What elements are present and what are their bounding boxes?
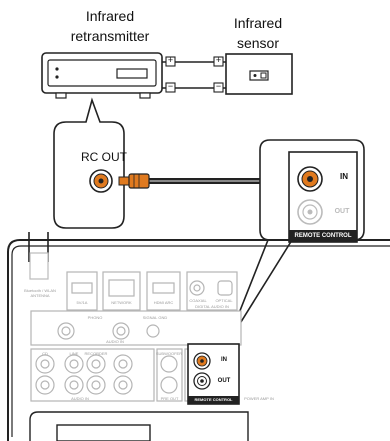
rc-out-callout (53, 97, 125, 229)
zoom-terminal-block (288, 151, 358, 243)
rear-label-audio-in-top: AUDIO IN (106, 339, 124, 344)
panel-remote-control-label: REMOTE CONTROL (194, 397, 233, 402)
rear-label-usb: 5V/1A (76, 300, 88, 305)
rear-label-cd: CD (42, 351, 48, 356)
rear-label-signal-gnd: SIGNAL GND (142, 315, 168, 320)
panel-remote-control-block (187, 343, 240, 405)
infrared-retransmitter-device (41, 52, 163, 99)
zoom-out-jack (297, 199, 323, 225)
minus-marker-sensor: − (215, 81, 222, 91)
rear-label-hdmi-arc: HDMI ARC (153, 300, 174, 305)
panel-in-jack (193, 352, 211, 370)
infrared-sensor-label: Infrared sensor (233, 15, 283, 51)
rear-label-digital-audio-in: DIGITAL AUDIO IN (195, 304, 229, 309)
rear-label-recorder: RECORDER (84, 351, 108, 356)
rear-label-network: NETWORK (111, 300, 132, 305)
rear-label-coaxial: COAXIAL (189, 298, 207, 303)
antenna (28, 232, 49, 280)
panel-in-label: IN (221, 357, 227, 363)
rear-label-subwoofer: SUBWOOFER (155, 351, 183, 356)
rc-out-jack (89, 169, 113, 193)
minus-marker-retransmitter: − (167, 81, 174, 91)
rear-panel (7, 239, 390, 441)
rear-label-optical: OPTICAL (215, 298, 233, 303)
rear-label-pre-out: PRE OUT (160, 396, 179, 401)
zoom-out-label: OUT (334, 208, 350, 215)
zoom-remote-control-label: REMOTE CONTROL (294, 233, 352, 239)
panel-out-jack (193, 372, 211, 390)
rear-label-phono: PHONO (87, 315, 103, 320)
rc-out-label: RC OUT (81, 150, 127, 164)
infrared-retransmitter-label: Infrared retransmitter (70, 8, 150, 44)
infrared-sensor-device (225, 53, 293, 95)
zoom-in-jack (297, 166, 323, 192)
rear-label-power-amp-in: POWER AMP IN (244, 396, 274, 401)
plus-marker-retransmitter: + (167, 55, 174, 65)
polarity-markers (165, 56, 224, 93)
rear-label-line: LINE (69, 351, 79, 356)
zoom-in-label: IN (340, 172, 348, 181)
plus-marker-sensor: + (215, 55, 222, 65)
rear-label-antenna: Bluetooth / WLAN ANTENNA (24, 288, 56, 298)
rear-label-audio-in-bottom: AUDIO IN (71, 396, 89, 401)
panel-out-label: OUT (217, 378, 231, 384)
